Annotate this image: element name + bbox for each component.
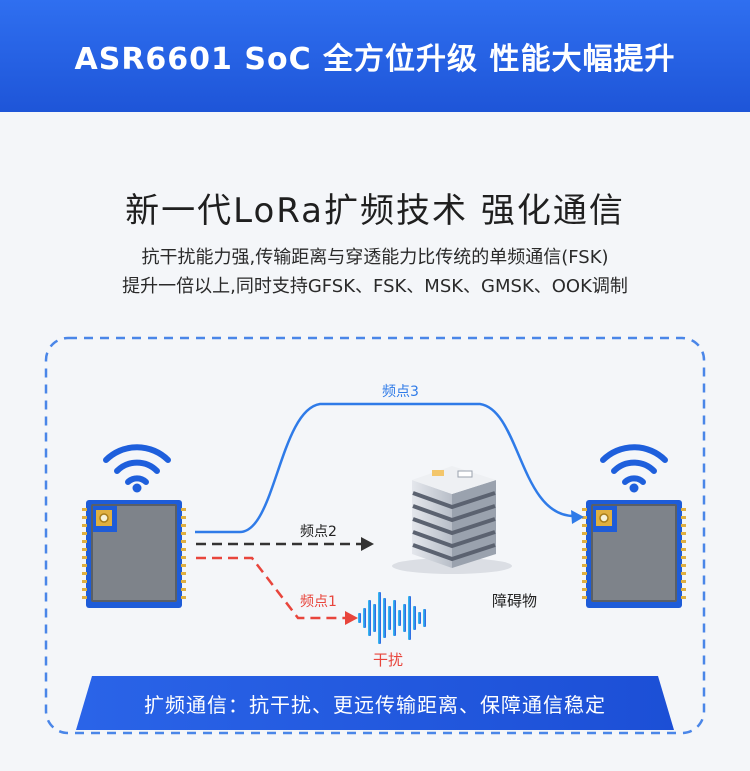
freq3-path (195, 402, 575, 534)
label-freq3: 频点3 (382, 384, 419, 400)
label-freq1: 频点1 (300, 594, 337, 610)
soundwave-icon (358, 592, 426, 644)
diagram-frame (44, 336, 706, 735)
section-title: 新一代LoRa扩频技术 强化通信 (125, 191, 625, 231)
footer-text: 扩频通信：抗干扰、更远传输距离、保障通信稳定 (144, 692, 606, 717)
wifi-icon-left (103, 444, 171, 493)
description-line-2: 提升一倍以上,同时支持GFSK、FSK、MSK、GMSK、OOK调制 (122, 276, 628, 297)
banner-title: ASR6601 SoC 全方位升级 性能大幅提升 (74, 42, 676, 77)
footer-banner: 扩频通信：抗干扰、更远传输距离、保障通信稳定 (76, 676, 674, 730)
spread-spectrum-diagram: 频点3 频点2 频点1 障碍物 干扰 (44, 336, 706, 735)
lora-module-right (582, 500, 686, 608)
building-icon (392, 466, 512, 574)
label-obstacle: 障碍物 (492, 592, 537, 610)
description-line-1: 抗干扰能力强,传输距离与穿透能力比传统的单频通信(FSK) (141, 247, 609, 268)
freq3-arrow (571, 510, 584, 524)
top-banner: ASR6601 SoC 全方位升级 性能大幅提升 (0, 0, 750, 112)
freq1-arrow (345, 611, 358, 625)
lora-module-left (82, 500, 186, 608)
freq2-arrow (361, 537, 374, 551)
wifi-icon-right (600, 444, 668, 493)
label-freq2: 频点2 (300, 524, 337, 540)
label-interference: 干扰 (373, 651, 403, 669)
